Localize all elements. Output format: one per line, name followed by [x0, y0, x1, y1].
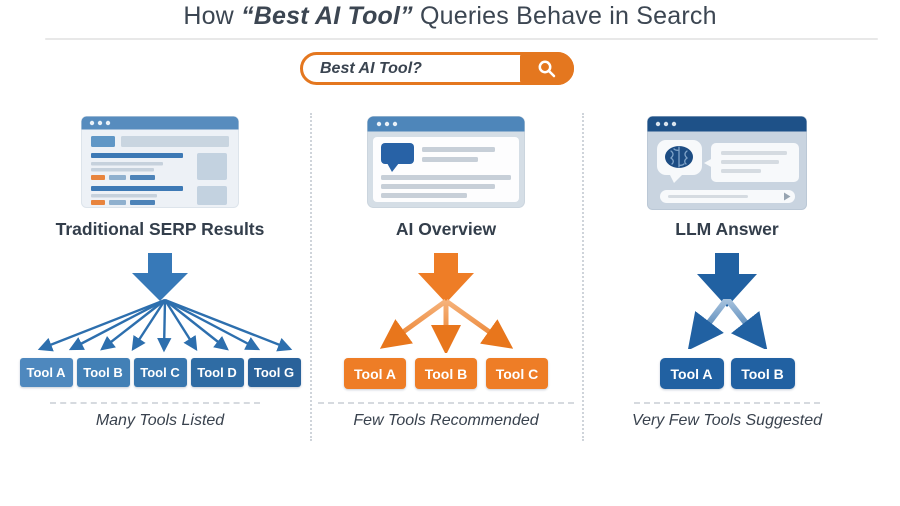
title-highlight: “Best AI Tool”: [241, 2, 413, 30]
column-llm-answer: LLM Answer: [582, 0, 872, 506]
title-divider: [45, 38, 878, 40]
column-ai-overview: AI Overview: [310, 0, 582, 506]
search-query-text: Best AI Tool?: [320, 59, 422, 77]
search-input[interactable]: Best AI Tool?: [300, 52, 574, 85]
tool-box: Tool G: [247, 358, 301, 387]
fan-arrows-illustration: [37, 299, 293, 353]
tool-row: Tool A Tool B: [582, 358, 872, 389]
column-divider: [582, 113, 584, 441]
llm-chat-window-illustration: [647, 116, 807, 210]
big-down-arrow: [697, 253, 757, 307]
big-down-arrow: [132, 253, 188, 301]
title-suffix: Queries Behave in Search: [412, 2, 717, 30]
window-dots-icon: [89, 120, 111, 126]
send-icon: [784, 192, 791, 201]
column-caption: Very Few Tools Suggested: [631, 412, 823, 429]
brain-icon: [665, 146, 693, 168]
tool-box: Tool C: [486, 358, 548, 389]
tool-box: Tool B: [76, 358, 130, 387]
speech-bubble-icon: [381, 143, 414, 172]
tool-box: Tool B: [730, 358, 795, 389]
window-dots-icon: [655, 121, 677, 127]
fan-arrows-illustration: [379, 299, 514, 353]
caption-divider: [50, 402, 260, 404]
column-label: LLM Answer: [675, 219, 779, 239]
column-divider: [310, 113, 312, 441]
tool-box: Tool A: [659, 358, 724, 389]
search-icon: [538, 60, 556, 77]
column-traditional-serp: Traditional SERP Results: [0, 0, 320, 506]
column-label: AI Overview: [395, 219, 497, 239]
big-down-arrow: [418, 253, 474, 303]
caption-divider: [318, 402, 574, 404]
tool-row: Tool A Tool B Tool C Tool D Tool G: [0, 358, 320, 387]
thumbnail: [197, 153, 227, 180]
ai-overview-window-illustration: [367, 116, 525, 208]
page-title: How “Best AI Tool” Queries Behave in Sea…: [0, 0, 900, 32]
fan-arrows-illustration: [687, 299, 768, 349]
caption-divider: [634, 402, 820, 404]
column-label: Traditional SERP Results: [55, 219, 265, 239]
tool-box: Tool B: [415, 358, 477, 389]
serp-window-illustration: [81, 116, 239, 208]
tool-box: Tool D: [190, 358, 244, 387]
tool-box: Tool A: [19, 358, 73, 387]
title-prefix: How: [183, 2, 242, 30]
thumbnail: [197, 186, 227, 205]
tool-row: Tool A Tool B Tool C: [310, 358, 582, 389]
search-button[interactable]: [520, 52, 574, 85]
tool-box: Tool A: [344, 358, 406, 389]
column-caption: Many Tools Listed: [95, 412, 225, 429]
column-caption: Few Tools Recommended: [353, 412, 539, 429]
window-dots-icon: [376, 121, 398, 127]
tool-box: Tool C: [133, 358, 187, 387]
